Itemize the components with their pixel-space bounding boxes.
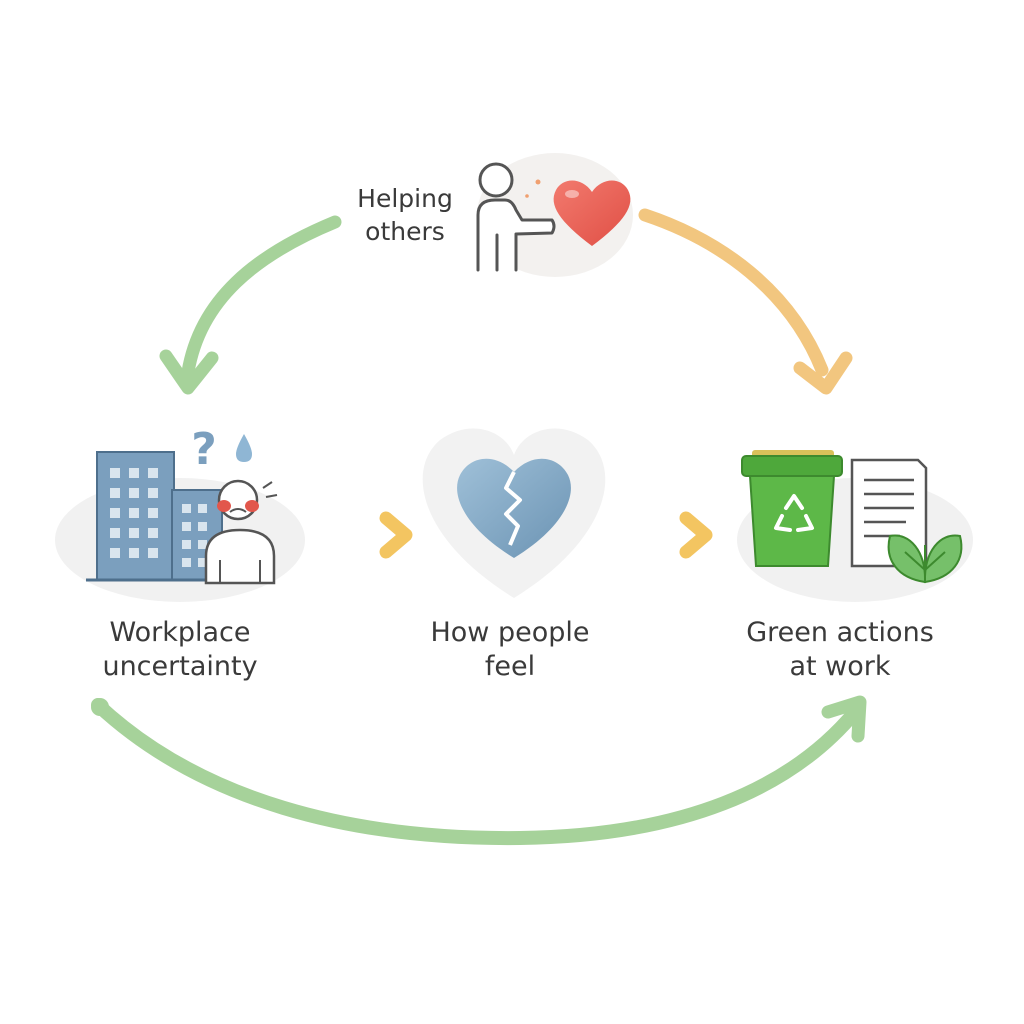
how-people-feel-label: How people feel bbox=[390, 616, 630, 684]
recycling-bin-icon bbox=[741, 450, 843, 567]
stressed-person-icon bbox=[204, 479, 278, 585]
red-heart-icon bbox=[553, 180, 631, 246]
workplace-uncertainty-node: ? bbox=[55, 424, 305, 602]
workplace-uncertainty-line2: uncertainty bbox=[102, 651, 258, 682]
helping-others-node bbox=[476, 153, 633, 277]
how-people-feel-node bbox=[422, 428, 606, 598]
workplace-uncertainty-label: Workplace uncertainty bbox=[60, 616, 300, 684]
green-actions-line1: Green actions bbox=[746, 617, 934, 648]
arrow-workplace-to-feel bbox=[288, 511, 413, 559]
svg-text:?: ? bbox=[191, 424, 217, 475]
helping-others-label: Helping others bbox=[330, 182, 480, 248]
green-actions-line2: at work bbox=[789, 651, 891, 682]
arrow-helping-to-green bbox=[638, 208, 853, 395]
helper-person-icon bbox=[476, 162, 556, 272]
helping-others-line1: Helping bbox=[357, 184, 453, 213]
workplace-uncertainty-line1: Workplace bbox=[109, 617, 251, 648]
arrow-feel-to-green bbox=[593, 511, 713, 559]
helping-others-line2: others bbox=[365, 217, 445, 246]
broken-heart-icon bbox=[457, 458, 571, 558]
sweat-drop-icon bbox=[236, 434, 252, 462]
arrow-workplace-to-green-bottom bbox=[91, 695, 867, 846]
arrow-helping-to-workplace bbox=[159, 215, 342, 395]
question-mark-icon: ? bbox=[191, 424, 217, 475]
leaf-icon bbox=[887, 534, 963, 584]
green-actions-label: Green actions at work bbox=[720, 616, 960, 684]
how-people-feel-line2: feel bbox=[484, 651, 536, 682]
how-people-feel-line1: How people bbox=[430, 617, 590, 648]
green-actions-node bbox=[737, 450, 973, 602]
